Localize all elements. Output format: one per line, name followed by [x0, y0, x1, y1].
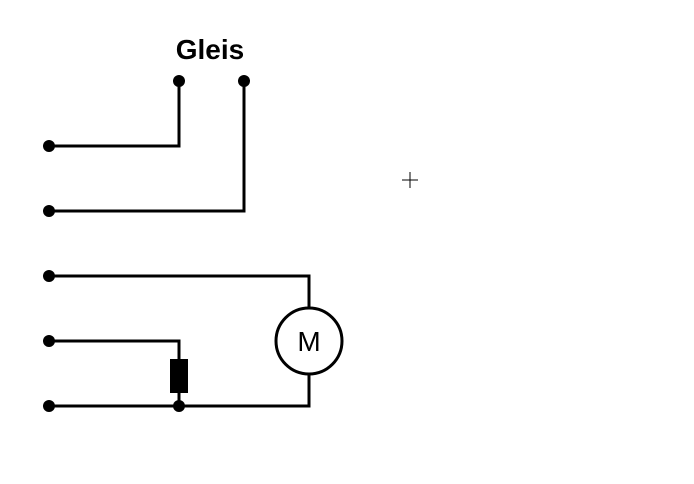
terminal-3 — [43, 270, 55, 282]
wire-terminal-1-track-left — [47, 79, 181, 148]
terminal-1 — [43, 140, 55, 152]
track-label: Gleis — [176, 34, 244, 65]
crosshair-cursor-icon — [402, 172, 418, 188]
terminal-5 — [43, 400, 55, 412]
wire-terminal-5-motor — [47, 372, 311, 408]
motor-label: M — [297, 326, 320, 357]
motor — [274, 306, 344, 376]
resistor — [170, 359, 188, 393]
terminal-2 — [43, 205, 55, 217]
wire-terminal-4-resistor — [47, 339, 181, 362]
junction-dot — [173, 400, 185, 412]
wire-terminal-3-motor — [47, 274, 311, 310]
terminal-4 — [43, 335, 55, 347]
wire-terminal-2-track-right — [47, 79, 246, 213]
